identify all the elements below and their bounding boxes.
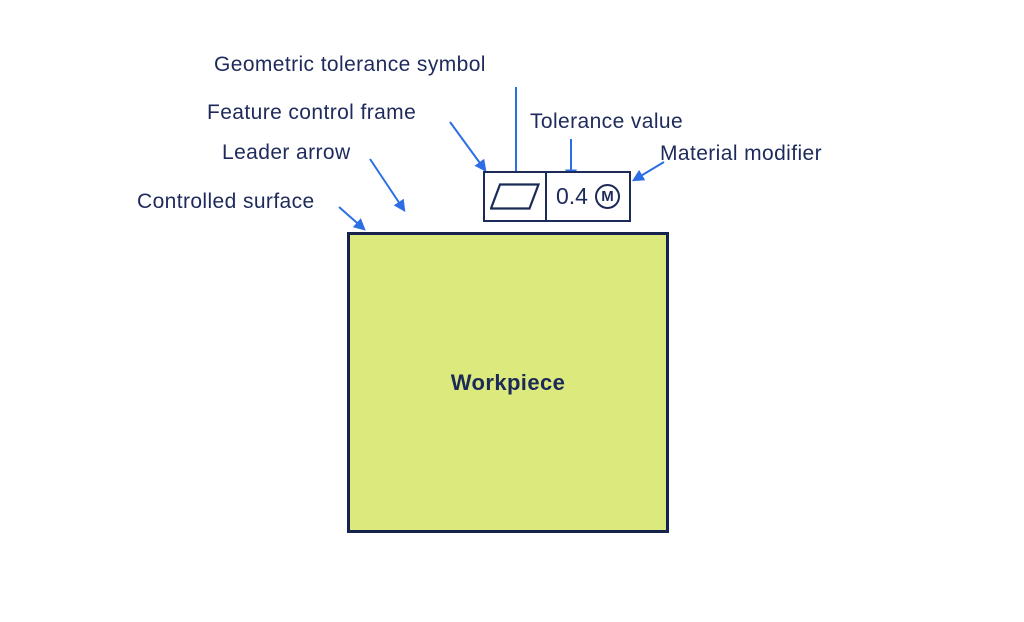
flatness-parallelogram-icon xyxy=(490,183,540,210)
feature-control-frame: 0.4 M xyxy=(483,171,631,222)
geometric-symbol-cell xyxy=(485,173,547,220)
tolerance-value-text: 0.4 xyxy=(556,183,588,209)
material-modifier-icon: M xyxy=(594,184,620,209)
tolerance-value-label: Tolerance value xyxy=(530,110,684,133)
material-modifier-label: Material modifier xyxy=(660,142,823,165)
arrow-controlled-surface xyxy=(338,206,366,231)
arrow-feature-control-frame xyxy=(449,121,487,172)
feature-control-frame-label: Feature control frame xyxy=(207,101,417,124)
controlled-surface-label: Controlled surface xyxy=(137,190,315,213)
arrow-leader-arrow xyxy=(369,158,406,212)
geometric-tolerance-symbol-label: Geometric tolerance symbol xyxy=(214,53,486,76)
leader-arrow-label: Leader arrow xyxy=(222,141,351,164)
tolerance-value-cell: 0.4 M xyxy=(547,173,629,220)
workpiece: Workpiece xyxy=(347,232,669,533)
workpiece-label: Workpiece xyxy=(450,369,566,395)
